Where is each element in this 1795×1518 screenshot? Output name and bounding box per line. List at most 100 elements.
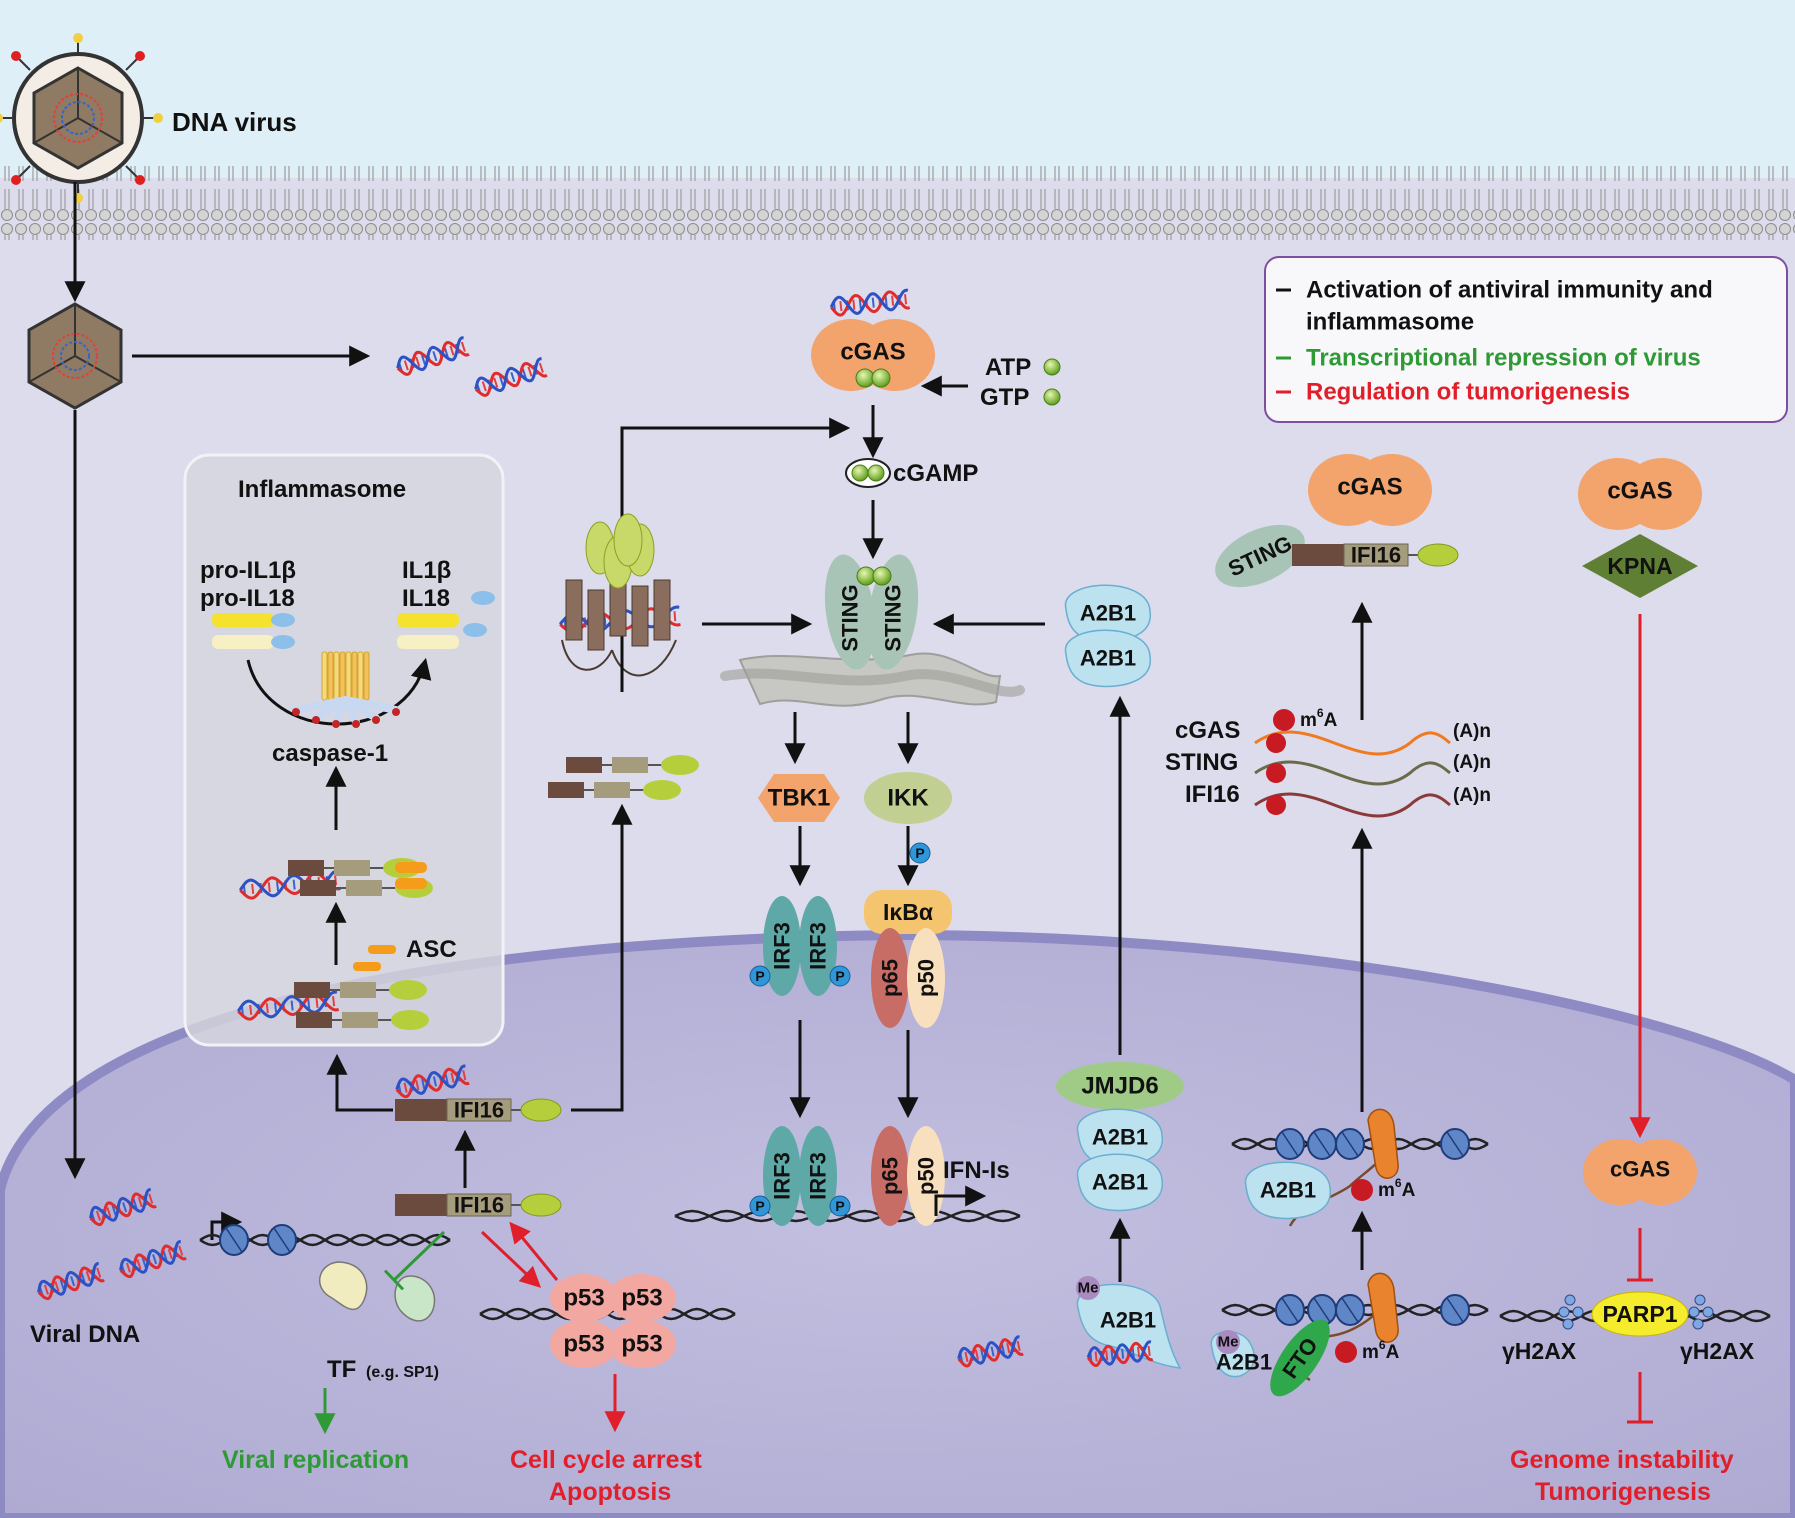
base-pair	[85, 1270, 91, 1282]
gh2ax-focus	[1558, 1306, 1570, 1318]
base-pair	[449, 345, 455, 356]
a2b1-viral-dna	[1086, 1340, 1154, 1368]
base-pair	[96, 1267, 102, 1278]
il1b-bar	[397, 613, 459, 627]
tf-label: TF	[327, 1356, 356, 1383]
arrow-ifi16-cytoplasm	[571, 803, 633, 1112]
m6a-dot	[1266, 763, 1286, 783]
asc-bound	[395, 878, 427, 889]
base-pair	[249, 1004, 253, 1015]
base-pair	[251, 883, 255, 894]
rna-polymerase-lower	[1367, 1272, 1399, 1343]
gtp-ball	[1043, 388, 1061, 406]
virus-particle	[0, 33, 163, 203]
tf-bound	[318, 1261, 368, 1311]
base-pair	[891, 295, 895, 306]
m6a-sup: 6	[1395, 1176, 1402, 1190]
pyrin-domain	[1292, 544, 1344, 566]
sting-ball-2	[872, 566, 892, 586]
a2b1-lower-methyl: Me	[1216, 1330, 1240, 1354]
base-pair	[403, 1082, 408, 1093]
base-pair	[460, 341, 466, 352]
me-dot	[1216, 1330, 1240, 1354]
base-pair	[462, 1070, 467, 1081]
dna-strand	[37, 1266, 105, 1301]
p53-label: p53	[621, 1285, 662, 1312]
il18-label: IL18	[402, 585, 450, 612]
base-pair	[307, 998, 311, 1009]
p53-label: p53	[621, 1331, 662, 1358]
phospho-label: P	[755, 1198, 764, 1214]
base-pair	[1137, 1346, 1141, 1358]
tumorigenesis-label: Tumorigenesis	[1535, 1478, 1711, 1506]
inhibit-tf-green	[383, 1230, 446, 1291]
gtp-label: GTP	[980, 384, 1029, 411]
base-pair	[43, 1284, 49, 1295]
sting-complex-ellipse	[1215, 524, 1305, 588]
base-pair	[498, 375, 504, 386]
base-pair	[106, 1207, 112, 1218]
dna-strand	[37, 1262, 99, 1296]
base-pair	[167, 1248, 173, 1260]
base-pair	[538, 362, 544, 373]
base-pair	[274, 1002, 278, 1013]
m6a-mark-lower: m6A	[1335, 1338, 1400, 1363]
base-pair	[141, 1257, 147, 1268]
m6a-dot	[1266, 733, 1286, 753]
cgas-ball-2	[871, 368, 891, 388]
arrow-ifi16-to-p53	[480, 1230, 542, 1288]
base-pair	[432, 351, 438, 362]
er-fold	[720, 668, 1025, 697]
sting-label-right: STING	[881, 584, 906, 651]
spoke-tip	[372, 716, 380, 724]
p53-label: p53	[563, 1331, 604, 1358]
asc-free	[368, 945, 396, 954]
p65-label: p65	[878, 1157, 903, 1195]
tbk1-hexagon	[758, 774, 840, 822]
dna-strand	[830, 290, 911, 317]
kpna-label: KPNA	[1607, 553, 1672, 579]
base-pair	[493, 377, 499, 388]
base-pair	[332, 996, 336, 1007]
base-pair	[527, 366, 533, 377]
caspase-column	[357, 651, 364, 701]
pyrin-domain	[395, 1099, 447, 1121]
irf3-phospho-right: P	[829, 965, 851, 987]
base-pair	[852, 299, 856, 310]
pyrin-domain	[300, 880, 336, 896]
me-label: Me	[1218, 1334, 1239, 1351]
dna-strand	[396, 340, 470, 376]
base-pair	[1147, 1345, 1151, 1357]
nucleosome-wrap	[1341, 1131, 1359, 1157]
hin-b-domain	[391, 1010, 429, 1030]
dna-strand	[395, 1064, 466, 1096]
pyrin-domain	[548, 782, 584, 798]
dna-strand	[1086, 1341, 1154, 1368]
arrow-ifi16-inflammasome	[326, 1053, 393, 1112]
hin-domain	[342, 1012, 378, 1028]
m6a-dot	[1351, 1179, 1373, 1201]
gh2ax-focus	[1572, 1306, 1584, 1318]
dna-strand	[957, 1335, 1020, 1365]
spoke-tip	[392, 708, 400, 716]
p53-subunit	[550, 1274, 618, 1322]
viral-chromatin	[199, 1224, 451, 1256]
base-pair	[1121, 1348, 1125, 1359]
caspase-column	[321, 651, 328, 701]
polya-sting: (A)n	[1453, 752, 1491, 773]
p65-subunit	[871, 1126, 909, 1226]
m6a-dot	[1273, 709, 1295, 731]
cgas-label: cGAS	[840, 339, 905, 366]
base-pair	[444, 1073, 449, 1084]
base-pair	[290, 1000, 294, 1011]
jmjd6-label: JMJD6	[1081, 1073, 1158, 1100]
base-pair	[1110, 1349, 1114, 1360]
hin-b-domain	[643, 780, 681, 800]
ifi16-mrna	[1254, 792, 1451, 818]
m6a-label: m6A	[1300, 706, 1338, 731]
pro-il1b-bar	[212, 613, 274, 627]
phospho-label: P	[835, 1198, 844, 1214]
m6a-mark-upper: m6A	[1351, 1176, 1416, 1201]
